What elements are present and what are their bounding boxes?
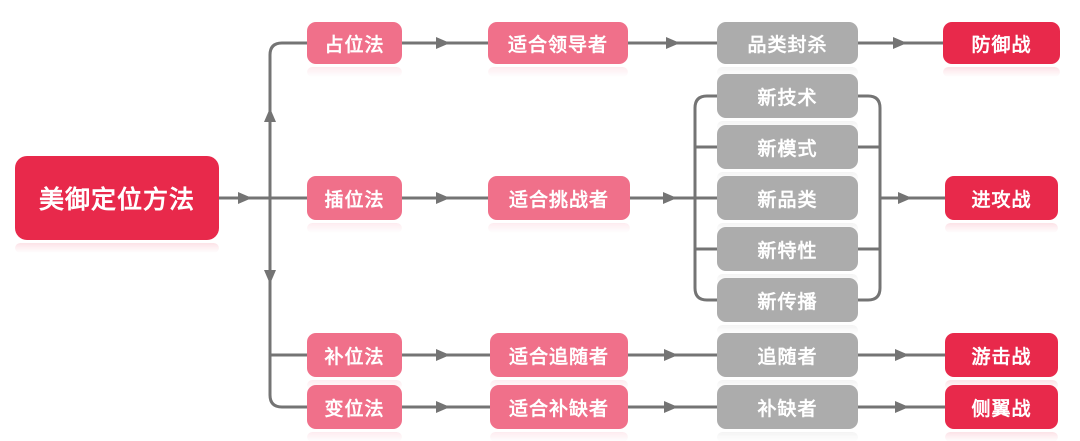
node-defense-war: 防御战 [943, 22, 1060, 64]
node-main-method: 美御定位方法 [15, 156, 219, 240]
arrow-row4-b-icon [664, 401, 678, 413]
arrow-branch-up-icon [264, 108, 276, 122]
node-fit-follower: 适合追随者 [490, 333, 628, 377]
node-new-technology: 新技术 [717, 74, 858, 118]
node-new-model: 新模式 [717, 125, 858, 169]
arrow-row3-a-icon [436, 349, 450, 361]
arrow-row2-a-icon [436, 192, 450, 204]
arrow-row2-b-icon [663, 192, 677, 204]
node-new-communication: 新传播 [717, 278, 858, 322]
arrow-row4-c-icon [895, 401, 909, 413]
node-insert-method: 插位法 [307, 176, 402, 220]
node-fit-leader: 适合领导者 [488, 22, 628, 64]
node-guerrilla-war: 游击战 [945, 333, 1058, 377]
node-new-category: 新品类 [717, 176, 858, 220]
arrow-main-right-icon [238, 192, 252, 204]
arrow-row3-c-icon [895, 349, 909, 361]
connector-right-bracket [858, 94, 882, 302]
node-flank-war: 侧翼战 [945, 385, 1058, 429]
node-fill-method: 补位法 [307, 333, 402, 377]
arrow-row3-b-icon [664, 349, 678, 361]
connector-branch-vertical [268, 41, 307, 409]
arrow-row1-c-icon [893, 37, 907, 49]
arrow-branch-down-icon [264, 270, 276, 284]
node-change-method: 变位法 [307, 385, 402, 429]
arrowheads [238, 37, 912, 413]
node-nicher: 补缺者 [717, 385, 858, 429]
node-attack-war: 进攻战 [945, 176, 1058, 220]
node-follower: 追随者 [717, 333, 858, 377]
connector-left-bracket [693, 94, 717, 302]
arrow-row4-a-icon [436, 401, 450, 413]
arrow-row1-b-icon [666, 37, 680, 49]
node-new-feature: 新特性 [717, 227, 858, 271]
node-fit-challenger: 适合挑战者 [488, 176, 630, 220]
arrow-row1-a-icon [436, 37, 450, 49]
node-occupy-method: 占位法 [307, 22, 402, 64]
arrow-row2-c-icon [898, 192, 912, 204]
node-fit-nicher: 适合补缺者 [490, 385, 628, 429]
node-category-block: 品类封杀 [717, 22, 858, 64]
